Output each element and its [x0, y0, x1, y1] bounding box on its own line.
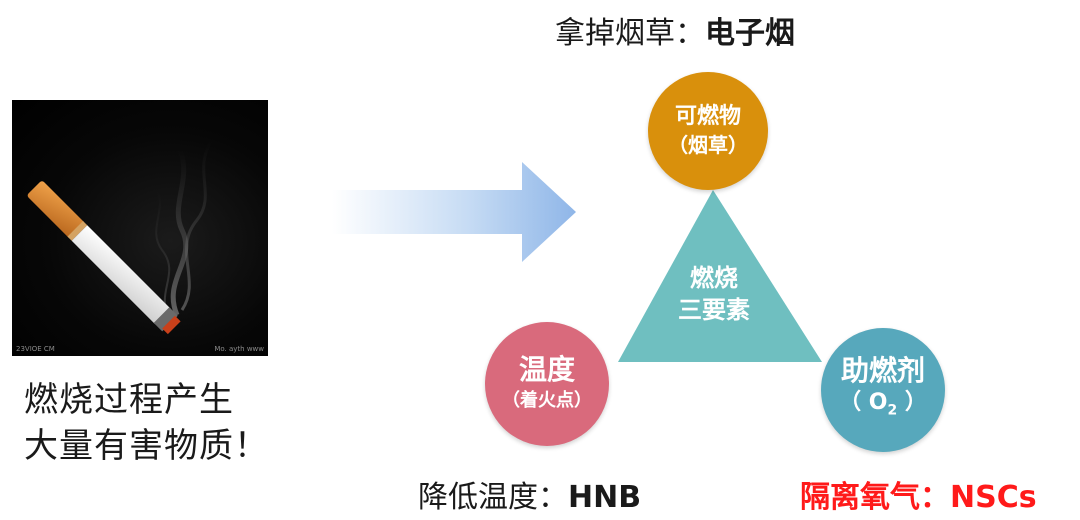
oxidizer-title: 助燃剂: [841, 354, 925, 388]
lower-temperature-label: 降低温度：HNB: [418, 472, 641, 516]
right-arrow-icon: [332, 162, 576, 262]
smoke-wisp: [182, 140, 212, 310]
smoke-wisp: [173, 150, 186, 315]
isolate-oxygen-label: 隔离氧气：NSCs: [800, 472, 1037, 516]
remove-tobacco-prefix: 拿掉烟草：: [555, 16, 705, 51]
caption-line-2: 大量有害物质！: [24, 418, 269, 467]
remove-tobacco-label: 拿掉烟草：电子烟: [555, 8, 795, 52]
cigarette-photo: 23VIOE CM Mo. ayth www: [12, 100, 268, 356]
fuel-title: 可燃物: [675, 103, 741, 131]
temperature-circle: 温度 （着火点）: [485, 322, 609, 446]
oxidizer-subtitle-open: （ O: [839, 390, 887, 415]
oxidizer-circle: 助燃剂 （ O2 ）: [821, 328, 945, 452]
oxidizer-subscript: 2: [887, 403, 897, 419]
fuel-subtitle: （烟草）: [668, 131, 748, 159]
watermark-left: 23VIOE CM: [16, 345, 55, 353]
temperature-title: 温度: [519, 353, 575, 387]
e-cigarette-text: 电子烟: [705, 16, 795, 51]
triangle-line-2: 三要素: [652, 294, 776, 326]
watermark-right: Mo. ayth www: [214, 345, 264, 353]
cigarette-illustration: [12, 100, 268, 356]
hnb-text: HNB: [568, 480, 641, 515]
lower-temperature-prefix: 降低温度：: [418, 480, 568, 515]
triangle-line-1: 燃烧: [652, 262, 776, 294]
oxidizer-subtitle-close: ）: [897, 390, 927, 415]
caption-line-1: 燃烧过程产生: [24, 372, 234, 421]
triangle-label: 燃烧 三要素: [652, 262, 776, 326]
cigarette-paper: [72, 225, 171, 324]
fuel-circle: 可燃物 （烟草）: [648, 72, 768, 190]
oxidizer-subtitle: （ O2 ）: [839, 388, 927, 425]
temperature-subtitle: （着火点）: [502, 387, 592, 415]
